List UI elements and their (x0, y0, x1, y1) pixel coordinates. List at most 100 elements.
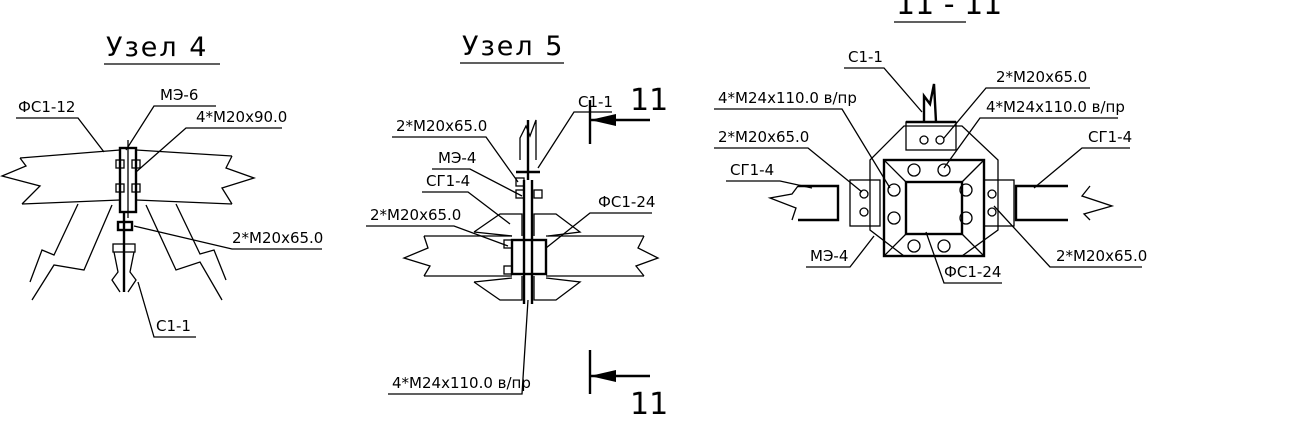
label-n5-bolt-m20x65-a: 2*М20х65.0 (396, 117, 487, 135)
node-5-central-block (510, 238, 548, 276)
label-n5-bolt-m20x65-b: 2*М20х65.0 (370, 206, 461, 224)
section-right-angle (1014, 184, 1068, 222)
leader-sec-sg1-4-right (1033, 147, 1130, 189)
section-small-bolt (987, 189, 997, 199)
label-bolt-m20x65: 2*М20х65.0 (232, 229, 323, 247)
leader-sec-bolt-m20x65-a (943, 87, 1090, 139)
section-small-bolt (859, 189, 869, 199)
node-4-angle-break-left (111, 251, 121, 293)
node-4-brace-left-outer (31, 204, 113, 301)
node-5-angle-break (519, 119, 537, 160)
label-n5-sg1-4: СГ1-4 (426, 172, 470, 190)
section-bolt (959, 211, 973, 225)
label-fs1-12: ФС1-12 (18, 98, 75, 116)
label-me6: МЭ-6 (160, 86, 198, 104)
section-bolt (887, 183, 901, 197)
leader-n5-bolt-m20x65-a (392, 136, 519, 183)
section-octagon-gusset (869, 125, 999, 257)
node-4-brace-right-outer (145, 204, 223, 301)
leader-n5-bolt-m24 (388, 299, 529, 395)
node-4-brace-left-inner (29, 203, 79, 283)
node-4-detail: Узел 4 ФС1-12 МЭ-6 4*М20х90.0 (0, 32, 323, 338)
section-small-bolt (987, 207, 997, 217)
section-top-angle-break (922, 83, 938, 123)
section-bolt (937, 239, 951, 253)
node-5-title: Узел 5 (462, 31, 564, 62)
label-sec-bolt-m24-b: 4*М24х110.0 в/пр (986, 98, 1125, 116)
node-4-brace-right-inner (175, 203, 227, 281)
section-bolt (887, 211, 901, 225)
section-small-bolt (919, 135, 929, 145)
section-left-angle (798, 184, 840, 222)
node-5-break-right (634, 235, 660, 277)
leader-sec-bolt-m20x65-b (714, 147, 863, 193)
label-bolt-m20x90: 4*М20х90.0 (196, 108, 287, 126)
section-11-detail: 11 - 11 (714, 0, 1147, 284)
node-5-bolt (515, 177, 525, 187)
label-sec-sg1-4-right: СГ1-4 (1088, 128, 1132, 146)
section-box-corner (883, 159, 907, 183)
node-4-bolt-nut (131, 159, 141, 169)
section-bolt (937, 163, 951, 177)
node-4-title: Узел 4 (106, 32, 208, 63)
node-5-gusset-bottom-right (533, 276, 582, 301)
label-sec-bolt-m20x65-b: 2*М20х65.0 (718, 128, 809, 146)
node-5-small-bolt (503, 239, 513, 249)
node-4-break-right (221, 155, 257, 205)
node-5-gusset-bottom-left-edge (473, 277, 513, 283)
section-mark-top-arrowhead (590, 114, 616, 126)
section-inner-box-inner (904, 180, 964, 236)
section-bolt (907, 239, 921, 253)
section-title: 11 - 11 (896, 0, 1002, 22)
leader-n5-me4 (432, 168, 523, 197)
node-4-chord-bottom-left (21, 199, 121, 205)
label-s1-1: С1-1 (156, 317, 191, 335)
leader-n5-sg1-4 (422, 191, 511, 225)
label-n5-me4: МЭ-4 (438, 149, 476, 167)
node-4-bolt-head (115, 159, 125, 169)
node-5-bolt (515, 189, 525, 199)
leader-bolt-m20x65 (133, 225, 322, 250)
label-n5-fs1-24: ФС1-24 (598, 193, 655, 211)
section-box-corner (883, 233, 907, 257)
label-sec-me4: МЭ-4 (810, 247, 848, 265)
node-5-gusset-top-left (473, 213, 523, 236)
leader-bolt-m20x90 (135, 127, 282, 173)
section-right-plate (983, 179, 1015, 227)
label-sec-fs1-24: ФС1-24 (944, 263, 1001, 281)
section-bolt (907, 163, 921, 177)
section-mark-bottom-arrowhead (590, 370, 616, 382)
section-box-corner (961, 233, 985, 257)
leader-me6 (125, 105, 216, 151)
leader-n5-s1-1 (537, 111, 612, 169)
node-4-chord-bottom-right (135, 199, 233, 205)
section-bolt (959, 183, 973, 197)
leader-sec-bolt-m24-a (714, 108, 891, 189)
section-bolt-group (859, 135, 997, 253)
node-5-gusset-top-left-edge (473, 231, 513, 237)
node-5-small-bolt (503, 265, 513, 275)
section-mark-top-label: 11 (630, 83, 668, 118)
label-sec-sg1-4-left: СГ1-4 (730, 161, 774, 179)
label-sec-s1-1: С1-1 (848, 48, 883, 66)
node-5-detail: Узел 5 11 (366, 31, 668, 422)
section-small-bolt (935, 135, 945, 145)
label-sec-bolt-m24-a: 4*М24х110.0 в/пр (718, 89, 857, 107)
node-4-chord-top-left (19, 149, 121, 159)
section-left-break (767, 185, 799, 221)
node-5-gusset-top-right (533, 213, 582, 237)
node-5-bolt (533, 189, 543, 199)
label-sec-bolt-m20x65-c: 2*М20х65.0 (1056, 247, 1147, 265)
label-n5-bolt-m24: 4*М24х110.0 в/пр (392, 374, 531, 392)
leader-sec-me4 (806, 235, 875, 268)
node-5-break-left (402, 235, 431, 277)
leader-sec-s1-1 (844, 67, 923, 113)
leader-s1-1 (137, 281, 196, 338)
label-n5-s1-1: С1-1 (578, 93, 613, 111)
section-mark-bottom-label: 11 (630, 387, 668, 422)
leader-n5-bolt-m20x65-b (366, 225, 509, 247)
label-sec-bolt-m20x65-a: 2*М20х65.0 (996, 68, 1087, 86)
node-4-angle-break-right (127, 251, 137, 293)
node-4-chord-top-right (135, 149, 233, 157)
section-left-plate (849, 179, 881, 227)
